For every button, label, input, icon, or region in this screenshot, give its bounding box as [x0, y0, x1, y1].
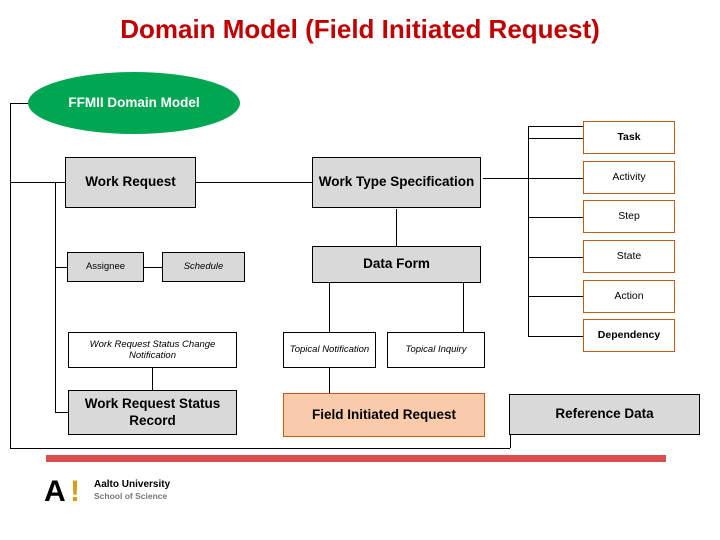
root-node-ffmii-domain-model[interactable]: FFMII Domain Model — [28, 72, 240, 134]
node-work-type-specification[interactable]: Work Type Specification — [312, 157, 481, 208]
node-work-request-status-change-notification[interactable]: Work Request Status Change Notification — [68, 332, 237, 368]
connector-left-branch-lower — [55, 267, 56, 412]
node-topical-inquiry[interactable]: Topical Inquiry — [387, 332, 485, 368]
connector-trunk-to-action — [528, 296, 583, 297]
connector-topical-to-field-request — [329, 367, 330, 394]
connector-statuschange-to-record — [152, 367, 153, 394]
page-title: Domain Model (Field Initiated Request) — [120, 14, 600, 44]
connector-trunk-to-activity — [483, 178, 583, 179]
connector-left-branch-mid — [55, 182, 56, 268]
connector-left-trunk — [10, 103, 11, 448]
connector-workrequest-to-worktype — [196, 182, 312, 183]
node-field-initiated-request[interactable]: Field Initiated Request — [283, 393, 485, 437]
connector-ellipse-to-trunk — [10, 103, 34, 104]
node-task[interactable]: Task — [583, 121, 675, 154]
node-work-request-status-record[interactable]: Work Request Status Record — [68, 390, 237, 435]
connector-bottom-rail — [10, 448, 510, 449]
node-schedule[interactable]: Schedule — [162, 252, 245, 282]
footer-rule — [46, 455, 666, 462]
node-activity[interactable]: Activity — [583, 161, 675, 194]
node-step[interactable]: Step — [583, 200, 675, 233]
node-action[interactable]: Action — [583, 280, 675, 313]
connector-trunk-to-task — [528, 138, 583, 139]
connector-trunk-to-work-request — [10, 182, 65, 183]
logo-letter-a: A — [44, 475, 66, 508]
connector-trunk-to-dependency — [528, 336, 583, 337]
connector-right-trunk-top — [528, 126, 583, 127]
node-dependency[interactable]: Dependency — [583, 319, 675, 352]
node-state[interactable]: State — [583, 240, 675, 273]
logo-exclamation-icon: ! — [70, 475, 80, 508]
aalto-logo: A ! Aalto University School of Science — [44, 473, 224, 511]
node-work-request[interactable]: Work Request — [65, 157, 196, 208]
connector-branch-to-status-record — [55, 412, 68, 413]
connector-reference-stub — [510, 430, 511, 448]
connector-assignee-schedule — [144, 267, 162, 268]
connector-trunk-to-step — [528, 217, 583, 218]
node-data-form[interactable]: Data Form — [312, 246, 481, 283]
connector-dataform-to-inquiry — [463, 282, 464, 332]
connector-dataform-to-topical — [329, 282, 330, 332]
logo-school-name: School of Science — [94, 491, 168, 501]
node-assignee[interactable]: Assignee — [67, 252, 144, 282]
connector-trunk-to-state — [528, 257, 583, 258]
connector-worktype-to-dataform — [396, 209, 397, 246]
connector-branch-to-assignee — [55, 267, 67, 268]
node-reference-data[interactable]: Reference Data — [509, 394, 700, 435]
connector-right-trunk — [528, 126, 529, 336]
node-topical-notification[interactable]: Topical Notification — [283, 332, 376, 368]
logo-university-name: Aalto University — [94, 479, 171, 490]
